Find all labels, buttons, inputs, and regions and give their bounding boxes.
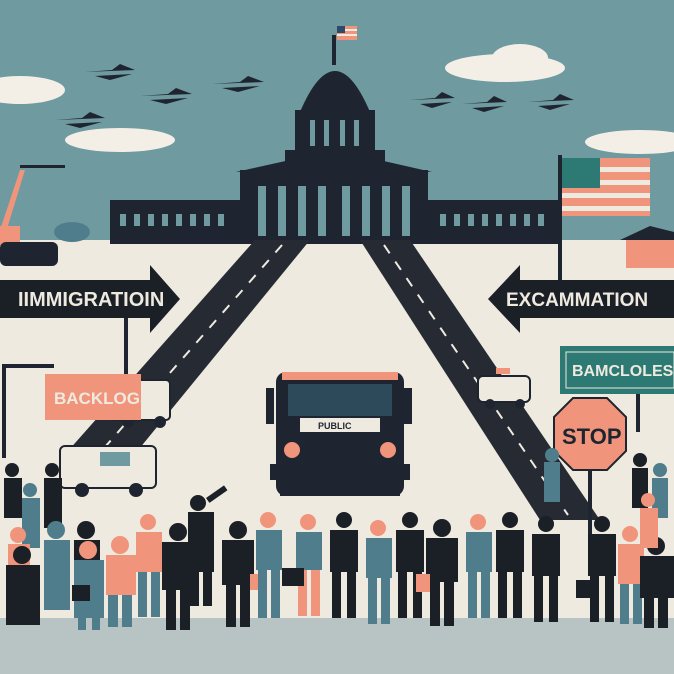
us-flag-icon [337,26,357,40]
backlogs-sign-text: BACKLOGS [54,389,151,408]
flag-pole [558,155,562,285]
immigration-sign-text: IIMMIGRATIOIN [18,289,164,311]
capitol-building [110,35,558,244]
foreground-ground [0,618,674,674]
barn [620,226,674,268]
road-markings [97,244,569,516]
police-car [477,368,531,409]
street-light [2,364,54,458]
capitol-windows [120,120,544,236]
immigration-arrow-sign: IIMMIGRATIOIN [0,265,180,380]
green-sign-text: BAMCLOLES [572,363,674,380]
fighter-jet-icon [528,94,574,110]
us-flag-icon [562,158,650,216]
public-truck: PUBLIC [266,372,412,496]
fighter-jet-icon [410,92,455,108]
background-left [0,165,90,266]
crowd [4,448,674,630]
stop-sign-text: STOP [562,424,622,449]
truck-label: PUBLIC [318,421,352,431]
examination-sign-text: EXCAMMATION [506,290,648,311]
fighter-jets [55,64,574,128]
fighter-jet-icon [212,76,264,92]
fighter-jet-icon [462,96,507,112]
fighter-jet-icon [85,64,135,80]
fighter-jet-icon [140,88,192,104]
green-sign: BAMCLOLES [560,346,674,432]
examination-arrow-sign: EXCAMMATION [488,265,674,333]
van [59,445,157,497]
fighter-jet-icon [55,112,105,128]
backlogs-sign: BACKLOGS [45,374,151,420]
stop-sign-icon: STOP [553,397,627,540]
clouds [0,44,674,154]
